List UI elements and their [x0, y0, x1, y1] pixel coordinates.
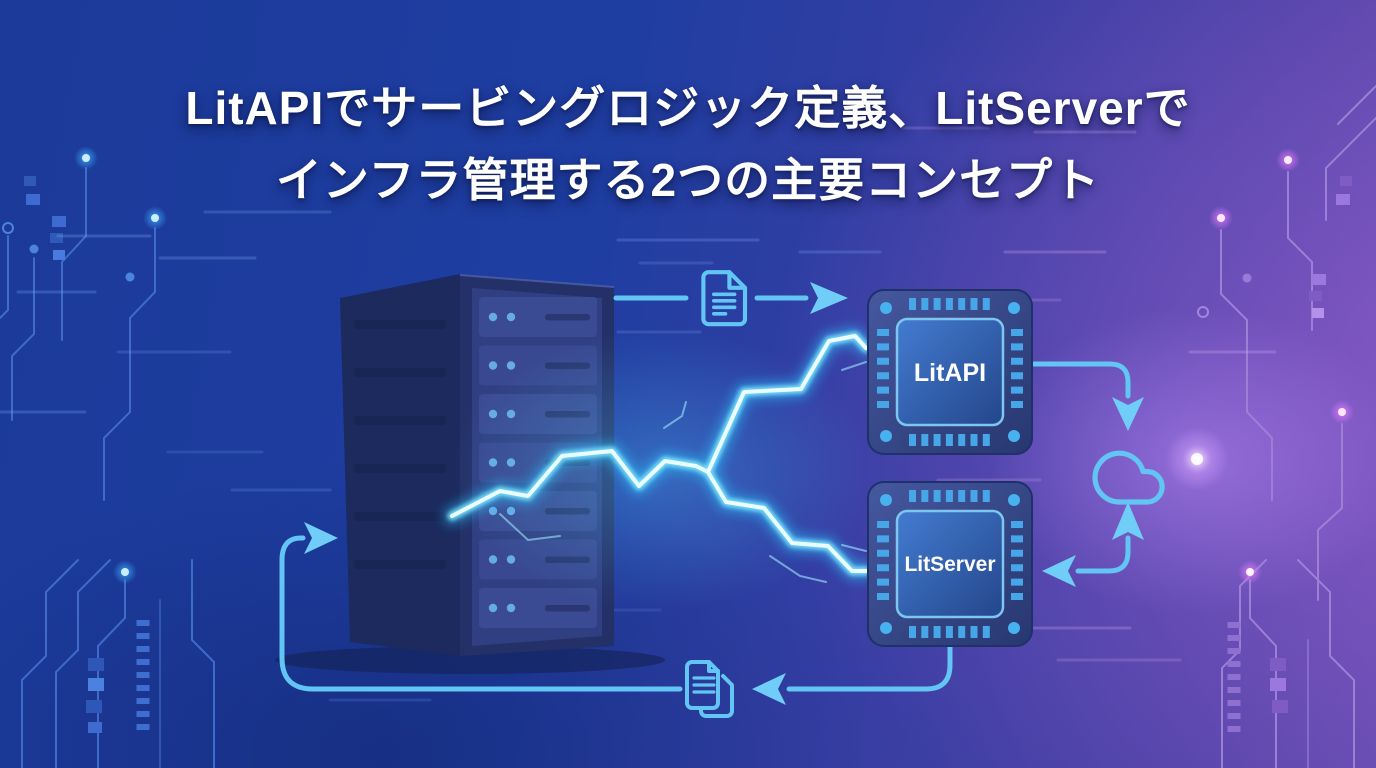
flow-connections: [279, 282, 1144, 705]
arrow-right-to-server-icon: [304, 522, 338, 554]
arrow-left-to-litserver-icon: [1042, 555, 1076, 587]
arrow-down-to-cloud-icon: [1112, 397, 1144, 431]
flow-cloud-to-litserver: [1075, 535, 1131, 574]
glow-dots: [74, 146, 1354, 584]
flow-litapi-to-cloud: [1031, 361, 1131, 399]
chip-litapi-label: LitAPI: [914, 359, 986, 387]
right-edge-glow: [1165, 427, 1229, 491]
cloud-icon: [1092, 450, 1165, 505]
page-title: LitAPIでサービングロジック定義、LitServerで インフラ管理する2つ…: [0, 72, 1376, 216]
title-line-2: インフラ管理する2つの主要コンセプト: [275, 154, 1101, 206]
arrow-right-to-litapi-icon: [810, 282, 848, 314]
document-icon: [701, 270, 748, 327]
chip-litserver-label: LitServer: [904, 553, 995, 576]
left-circuit-pattern: [0, 167, 215, 768]
title-line-1: LitAPIでサービングロジック定義、LitServerで: [185, 82, 1191, 134]
document-copy-icon: [685, 660, 734, 718]
lightning-bolt-icon: [443, 327, 875, 610]
arrow-left-to-documents-icon: [752, 673, 786, 705]
flow-litserver-to-documents: [786, 638, 953, 692]
arrow-up-to-cloud-icon: [1112, 502, 1144, 540]
flow-documents-to-server: [279, 535, 683, 692]
chip-litapi: LitAPI: [868, 290, 1032, 454]
chip-litserver: LitServer: [868, 482, 1032, 646]
